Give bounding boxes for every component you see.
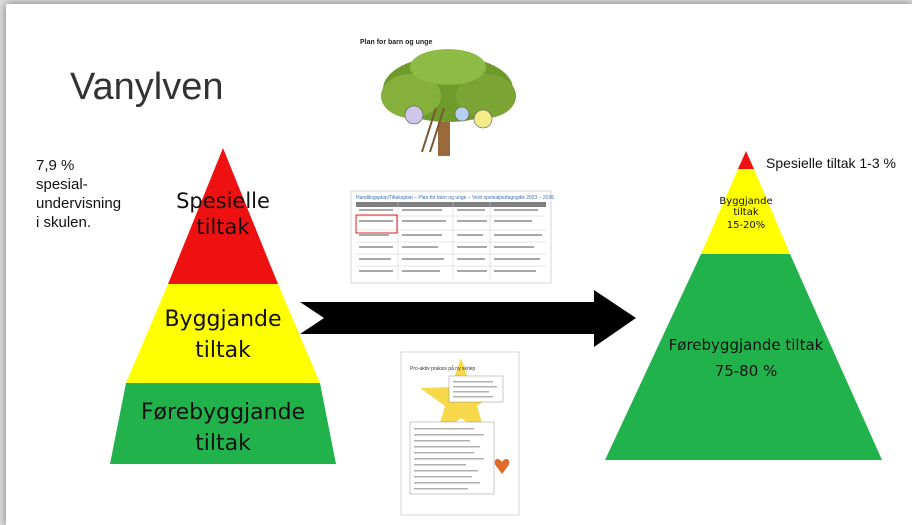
right-special-measures-label: Spesielle tiltak 1-3 % <box>766 155 896 171</box>
left-special-measures-label: Spesielle tiltak <box>176 189 270 239</box>
slide: Vanylven 7,9 % spesial- undervisning i s… <box>6 4 912 525</box>
left-building-measures-label: Byggjande tiltak <box>164 307 282 363</box>
table-document-title: Handlingsplan/Tiltaksplan – Plan for bar… <box>356 195 555 201</box>
tree-image-title: Plan for barn og unge <box>360 39 433 46</box>
left-pyramid-top <box>168 148 278 284</box>
right-preventive-measures-percent: 75-80 % <box>714 362 778 380</box>
star-document-title: Pro-aktiv praksis på ny skriep <box>410 366 476 372</box>
right-pyramid-top <box>738 151 754 169</box>
tree-illustration <box>381 49 516 156</box>
right-building-measures-percent: 15-20% <box>726 220 766 231</box>
right-pyramid-middle <box>701 169 790 254</box>
left-pyramid <box>110 49 882 516</box>
left-pyramid-bottom <box>110 383 336 464</box>
right-pyramid-bottom <box>605 254 882 460</box>
left-preventive-measures-label: Førebyggjande tiltak <box>140 400 306 456</box>
right-preventive-measures-label: Førebyggjande tiltak <box>668 336 824 354</box>
left-pyramid-middle <box>126 284 320 383</box>
star-document <box>400 351 520 516</box>
right-arrow <box>300 290 636 347</box>
special-education-note: 7,9 % spesial- undervisning i skulen. <box>36 157 122 231</box>
slide-title: Vanylven <box>70 66 224 108</box>
right-building-measures-label: Byggjande tiltak <box>719 196 773 218</box>
table-document <box>350 190 552 284</box>
